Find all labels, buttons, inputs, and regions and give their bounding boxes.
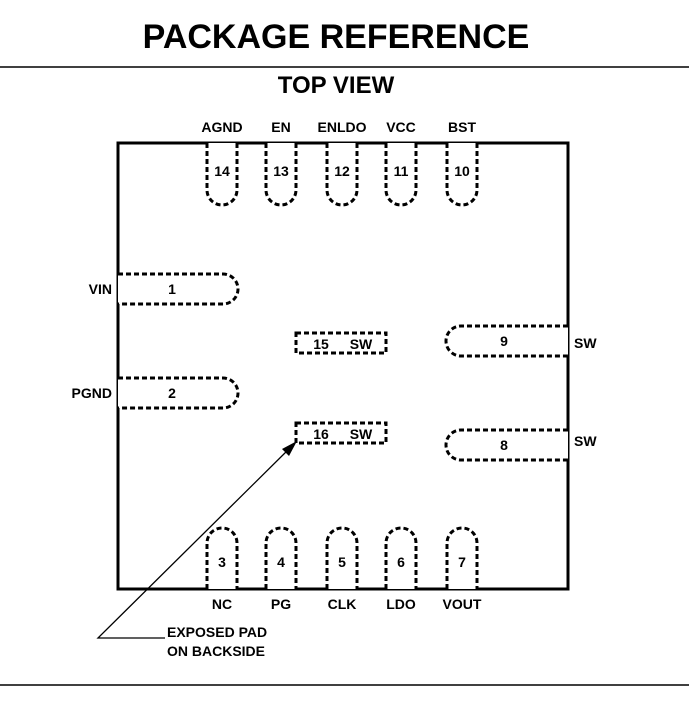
pin-5: 5 CLK: [325, 526, 359, 612]
pin-number: 12: [334, 163, 350, 179]
pin-1: 1 VIN: [89, 272, 240, 306]
pin-6: 6 LDO: [384, 526, 418, 612]
pin-number: 6: [397, 554, 405, 570]
pin-label: VIN: [89, 281, 112, 297]
pad-number: 15: [313, 336, 329, 352]
pin-8: 8 SW: [444, 428, 597, 462]
pad-number: 16: [313, 426, 329, 442]
pin-label: VOUT: [443, 596, 482, 612]
pin-label: EN: [271, 119, 290, 135]
pin-number: 10: [454, 163, 470, 179]
package-body: [116, 141, 570, 591]
callout-line-1: EXPOSED PAD: [167, 624, 267, 640]
pin-number: 13: [273, 163, 289, 179]
pin-label: PGND: [72, 385, 112, 401]
pin-label: VCC: [386, 119, 416, 135]
pin-11: 11 VCC: [384, 119, 418, 207]
right-pin-group: 9 SW 8 SW: [444, 324, 597, 462]
pin-10: 10 BST: [445, 119, 479, 207]
page-title: PACKAGE REFERENCE: [143, 18, 530, 56]
pin-14: 14 AGND: [201, 119, 243, 207]
pin-13: 13 EN: [264, 119, 298, 207]
pin-label: SW: [574, 433, 597, 449]
pad-15: 15 SW: [294, 331, 388, 355]
pin-label: SW: [574, 335, 597, 351]
pin-number: 14: [214, 163, 230, 179]
center-pad-group: 15 SW 16 SW: [294, 331, 388, 445]
pin-3: 3 NC: [205, 526, 239, 612]
pin-12: 12 ENLDO: [318, 119, 367, 207]
pin-number: 1: [168, 281, 176, 297]
top-pin-group: 14 AGND 13 EN 12 ENLDO 11 VCC 10 BST: [201, 119, 479, 207]
pin-4: 4 PG: [264, 526, 298, 612]
pin-label: LDO: [386, 596, 416, 612]
pin-label: ENLDO: [318, 119, 367, 135]
pin-label: BST: [448, 119, 476, 135]
pin-9: 9 SW: [444, 324, 597, 358]
pin-number: 5: [338, 554, 346, 570]
left-pin-group: 1 VIN 2 PGND: [72, 272, 240, 410]
pin-7: 7 VOUT: [443, 526, 482, 612]
pin-number: 9: [500, 333, 508, 349]
pin-number: 2: [168, 385, 176, 401]
pin-number: 8: [500, 437, 508, 453]
pin-number: 11: [394, 163, 409, 179]
pin-number: 7: [458, 554, 466, 570]
pin-2: 2 PGND: [72, 376, 240, 410]
pin-label: AGND: [201, 119, 242, 135]
callout-line-2: ON BACKSIDE: [167, 643, 265, 659]
bottom-pin-group: 3 NC 4 PG 5 CLK 6 LDO 7 VOUT: [205, 526, 482, 612]
pad-16: 16 SW: [294, 421, 388, 445]
pad-label: SW: [350, 426, 373, 442]
pin-label: CLK: [328, 596, 357, 612]
view-label: TOP VIEW: [278, 72, 395, 99]
arrowhead-icon: [282, 441, 297, 456]
pad-label: SW: [350, 336, 373, 352]
pin-number: 3: [218, 554, 226, 570]
pin-label: NC: [212, 596, 232, 612]
callout-leader: [96, 441, 297, 639]
pin-label: PG: [271, 596, 291, 612]
pin-number: 4: [277, 554, 285, 570]
